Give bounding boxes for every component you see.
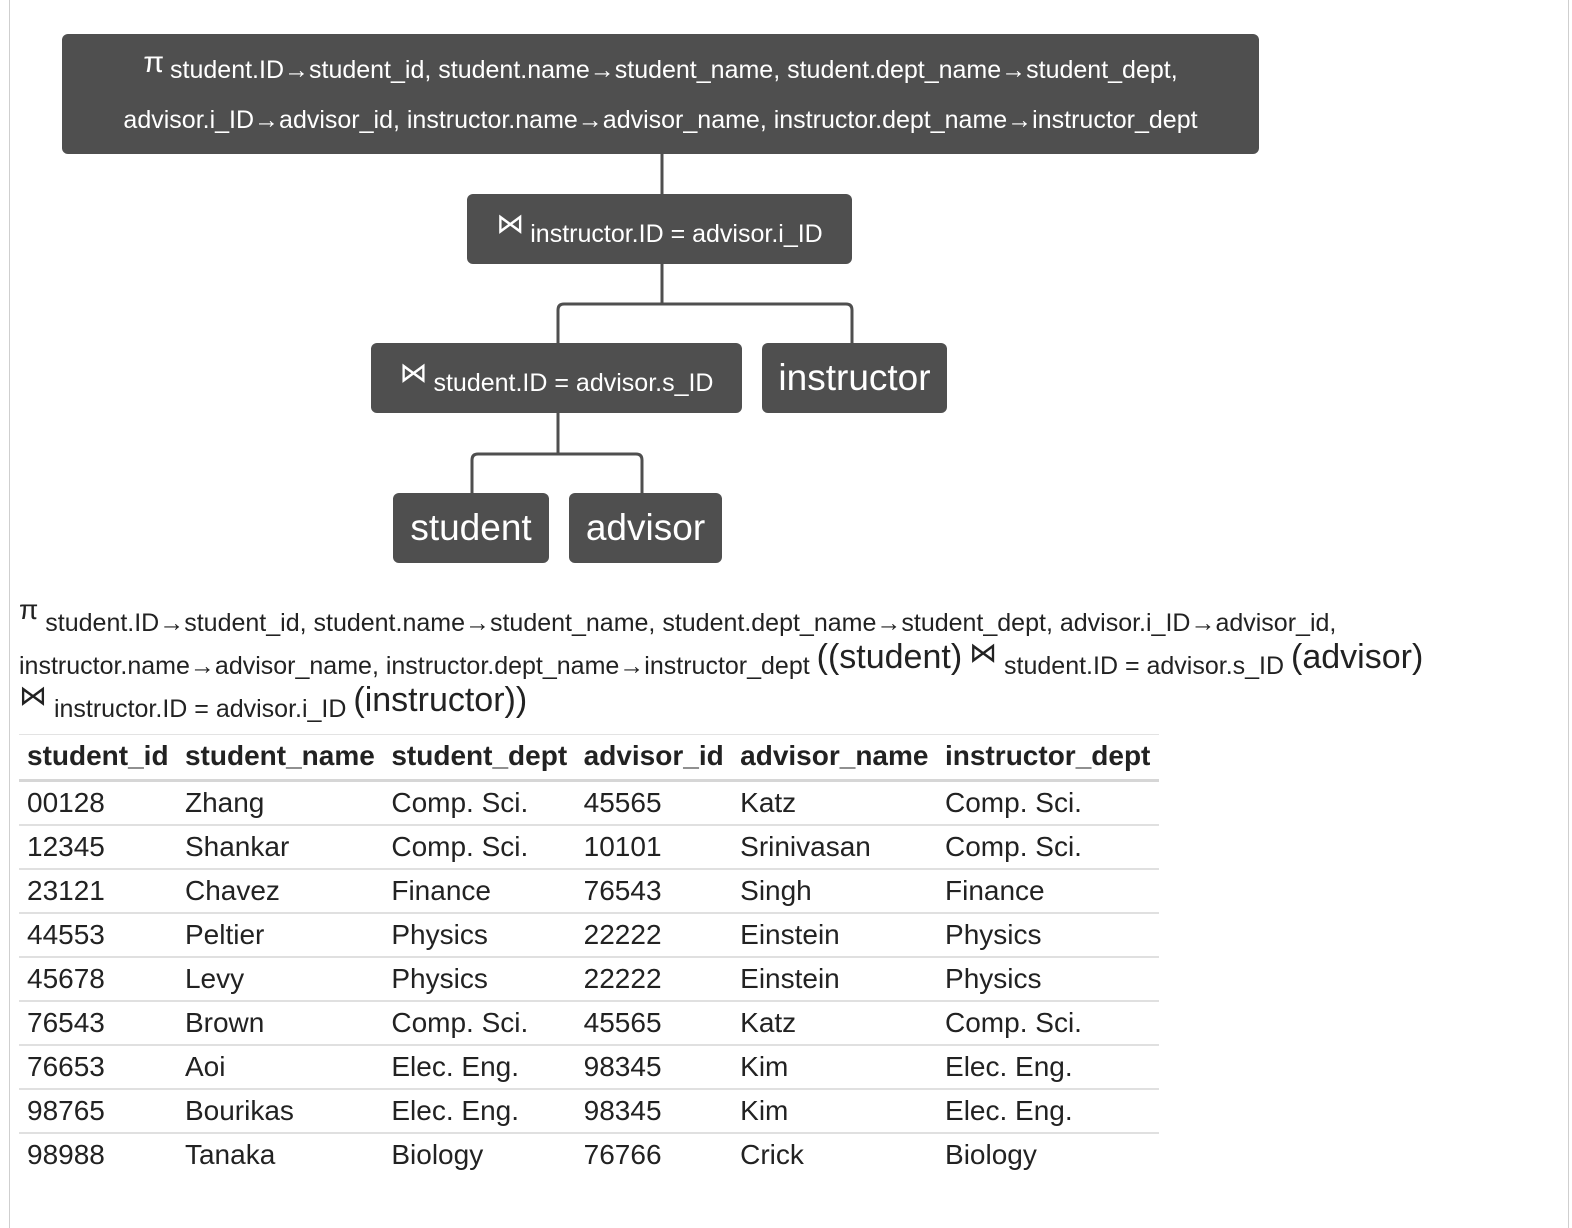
table-row: 00128 Zhang Comp. Sci. 45565 Katz Comp. … [19,781,1159,826]
table-row: 45678 Levy Physics 22222 Einstein Physic… [19,956,1159,1001]
table-cell: Physics [383,912,576,957]
table-cell: 23121 [19,868,177,913]
table-cell: 12345 [19,824,177,869]
join-condition: instructor.ID = advisor.i_ID [530,219,823,248]
table-cell: Peltier [176,912,384,957]
table-row: 76543 Brown Comp. Sci. 45565 Katz Comp. … [19,1000,1159,1045]
projection-text-2: advisor.i_ID→advisor_id, instructor.name… [123,105,1198,134]
table-cell: 45565 [583,787,662,818]
table-cell: Katz [732,1000,938,1045]
expr-student: ((student) [816,638,963,676]
table-cell: Katz [740,787,797,818]
join-condition: instructor.ID = advisor.i_ID [53,695,347,723]
tree-connectors [470,154,854,493]
table-cell: Comp. Sci. [383,1000,576,1045]
join-condition: student.ID = advisor.s_ID [433,368,714,397]
table-row: 44553 Peltier Physics 22222 Einstein Phy… [19,912,1159,957]
table-cell: 22222 [575,912,733,957]
table-cell: Comp. Sci. [383,824,576,869]
column-header[interactable]: student_name [176,734,384,782]
table-cell: Elec. Eng. [937,1088,1159,1133]
table-cell: 98765 [19,1088,177,1133]
table-row: 76653 Aoi Elec. Eng. 98345 Kim Elec. Eng… [19,1044,1159,1089]
column-header[interactable]: student_dept [383,734,576,782]
projection-text-1: student.ID→student_id, student.name→stud… [170,55,1178,84]
table-cell: Shankar [176,824,384,869]
pi-operator: π [19,594,39,625]
table-cell: Chavez [176,868,384,913]
table-row: 98765 Bourikas Elec. Eng. 98345 Kim Elec… [19,1088,1159,1133]
table-cell: Bourikas [176,1088,384,1133]
table-cell: 76543 [19,1000,177,1045]
table-row: 23121 Chavez Finance 76543 Singh Finance [19,868,1159,913]
table-cell: Comp. Sci. [937,824,1159,869]
expr-advisor: (advisor) [1291,638,1424,676]
table-cell: Biology [383,1132,576,1176]
join-operator: ⋈ [969,637,998,668]
page-frame [9,0,1569,1228]
table-cell: 98345 [575,1044,733,1089]
table-cell: Physics [937,956,1159,1001]
table-cell: Comp. Sci. [945,787,1082,818]
table-row: 98988 Tanaka Biology 76766 Crick Biology [19,1132,1159,1176]
table-cell: Biology [937,1132,1159,1176]
join-operator: ⋈ [496,207,525,239]
table-cell: Zhang [184,787,265,818]
table-cell: 10101 [575,824,733,869]
relational-algebra-expression: π student.ID→student_id, student.name→st… [19,594,1549,723]
join-operator: ⋈ [19,680,47,711]
table-cell: Aoi [176,1044,384,1089]
table-cell: 98345 [575,1088,733,1133]
table-cell: 22222 [575,956,733,1001]
table-cell: Brown [176,1000,384,1045]
table-cell: Kim [732,1044,938,1089]
table-cell: Kim [732,1088,938,1133]
column-header[interactable]: advisor_name [732,734,938,782]
table-cell: 76766 [575,1132,733,1176]
table-cell: Elec. Eng. [937,1044,1159,1089]
connector-join-children [556,264,854,343]
relation-node-student[interactable]: student [393,493,549,563]
result-table: student_id student_name student_dept adv… [19,734,1159,1176]
connector-join-bottom-children [470,413,644,493]
table-cell: Singh [732,868,938,913]
table-cell: Tanaka [176,1132,384,1176]
table-cell: 45565 [575,1000,733,1045]
table-cell: Physics [937,912,1159,957]
table-cell: 00128 [27,787,105,818]
join-condition: student.ID = advisor.s_ID [1004,652,1285,680]
table-cell: Einstein [732,956,938,1001]
table-cell: Comp. Sci. [391,787,529,818]
table-cell: Finance [383,868,576,913]
column-header[interactable]: student_id [19,734,177,782]
table-cell: Elec. Eng. [383,1088,576,1133]
table-cell: 76543 [575,868,733,913]
join-node-student-advisor[interactable]: ⋈student.ID = advisor.s_ID [371,343,742,413]
column-header[interactable]: advisor_id [575,734,733,782]
relation-node-instructor[interactable]: instructor [762,343,947,413]
table-cell: Srinivasan [732,824,938,869]
table-header-row: student_id student_name student_dept adv… [19,734,1159,782]
join-node-instructor-advisor[interactable]: ⋈instructor.ID = advisor.i_ID [467,194,852,264]
table-cell: Einstein [732,912,938,957]
expr-instructor: (instructor)) [353,681,528,719]
table-cell: 98988 [19,1132,177,1176]
relation-node-advisor[interactable]: advisor [569,493,722,563]
table-cell: Elec. Eng. [383,1044,576,1089]
table-cell: Physics [383,956,576,1001]
table-cell: 45678 [19,956,177,1001]
table-cell: Levy [176,956,384,1001]
column-header[interactable]: instructor_dept [937,734,1159,782]
projection-list: student.ID→student_id, student.name→stud… [19,609,1337,680]
join-operator: ⋈ [399,356,428,388]
table-cell: 44553 [19,912,177,957]
table-cell: Crick [732,1132,938,1176]
table-cell: 76653 [19,1044,177,1089]
projection-operator: π [143,45,165,79]
table-cell: Comp. Sci. [937,1000,1159,1045]
table-cell: Finance [937,868,1159,913]
table-row: 12345 Shankar Comp. Sci. 10101 Srinivasa… [19,824,1159,869]
